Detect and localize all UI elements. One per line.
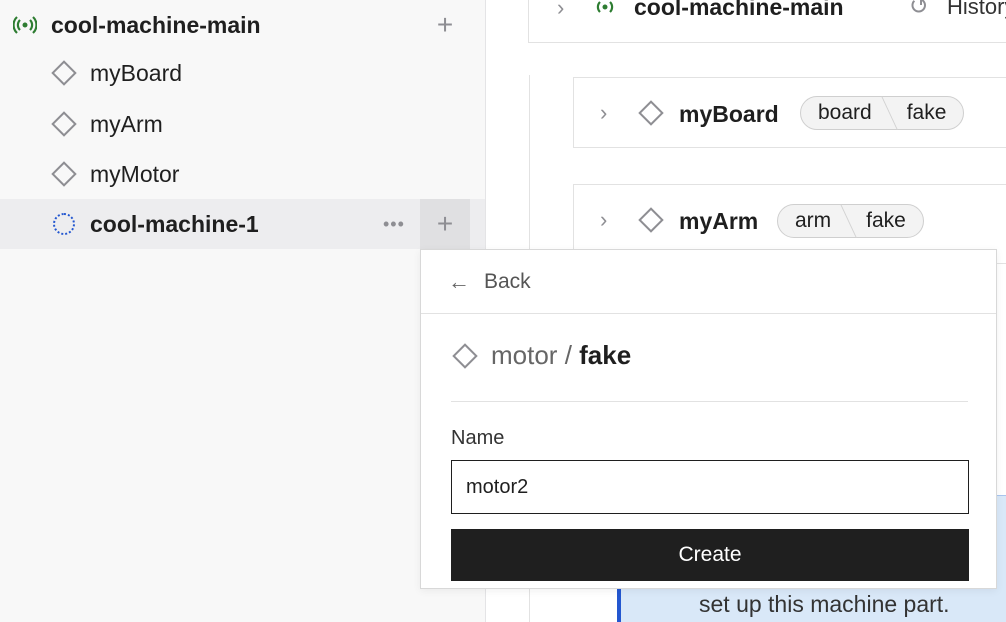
card-name: myArm (679, 208, 759, 234)
arrow-left-icon: ← (448, 268, 470, 294)
create-button[interactable]: Create (451, 529, 969, 581)
type-badge: arm fake (777, 204, 924, 238)
item-label: myArm (90, 110, 163, 137)
divider (451, 401, 968, 402)
component-icon (51, 161, 77, 187)
add-component-popover: ← Back motor / fake Name Create (420, 249, 997, 589)
machine-header: › cool-machine-main ↺ History (528, 0, 1006, 43)
component-type-title: motor / fake (451, 340, 631, 371)
api-label: arm (795, 209, 832, 232)
history-button[interactable]: History (947, 0, 1006, 19)
item-label: myBoard (90, 59, 183, 86)
item-label: cool-machine-1 (90, 210, 259, 237)
model-label: fake (579, 340, 632, 370)
history-icon: ↺ (909, 0, 930, 20)
component-icon (452, 342, 478, 369)
name-label: Name (451, 427, 505, 449)
pending-part-icon (53, 213, 75, 235)
chevron-right-icon[interactable]: › (600, 100, 608, 125)
hint-text: set up this machine part. (699, 591, 950, 617)
chevron-right-icon[interactable]: › (600, 207, 608, 232)
api-label: board (818, 101, 872, 124)
model-label: fake (906, 101, 947, 124)
add-component-button[interactable]: + (420, 199, 470, 249)
component-card-myboard[interactable]: › myBoard board fake (573, 77, 1006, 148)
online-signal-icon (13, 16, 37, 34)
sidebar-item-cool-machine-1[interactable]: cool-machine-1 ••• + (0, 199, 485, 249)
back-label: Back (484, 269, 531, 293)
more-options-button[interactable]: ••• (383, 213, 405, 234)
online-signal-icon (596, 1, 614, 13)
back-button[interactable]: ← Back (421, 250, 996, 314)
component-icon (51, 60, 77, 86)
chevron-right-icon[interactable]: › (557, 0, 565, 20)
item-label: myMotor (90, 160, 180, 187)
sidebar: cool-machine-main + myBoard myArm myMoto… (0, 0, 486, 622)
card-name: myBoard (679, 101, 779, 127)
component-card-myarm[interactable]: › myArm arm fake (573, 184, 1006, 264)
component-icon (638, 207, 664, 233)
sidebar-item-machine[interactable]: cool-machine-main + (0, 0, 485, 50)
add-part-button[interactable]: + (436, 9, 454, 40)
model-label: fake (866, 209, 906, 232)
separator: / (557, 340, 580, 370)
type-badge: board fake (800, 96, 965, 130)
sidebar-item-mymotor[interactable]: myMotor (0, 149, 485, 199)
machine-name: cool-machine-main (51, 11, 261, 38)
api-label: motor (491, 340, 558, 370)
sidebar-item-myarm[interactable]: myArm (0, 99, 485, 149)
sidebar-item-myboard[interactable]: myBoard (0, 48, 485, 98)
header-title: cool-machine-main (634, 0, 844, 20)
component-icon (638, 100, 664, 126)
name-input[interactable] (451, 460, 969, 514)
component-icon (51, 111, 77, 137)
